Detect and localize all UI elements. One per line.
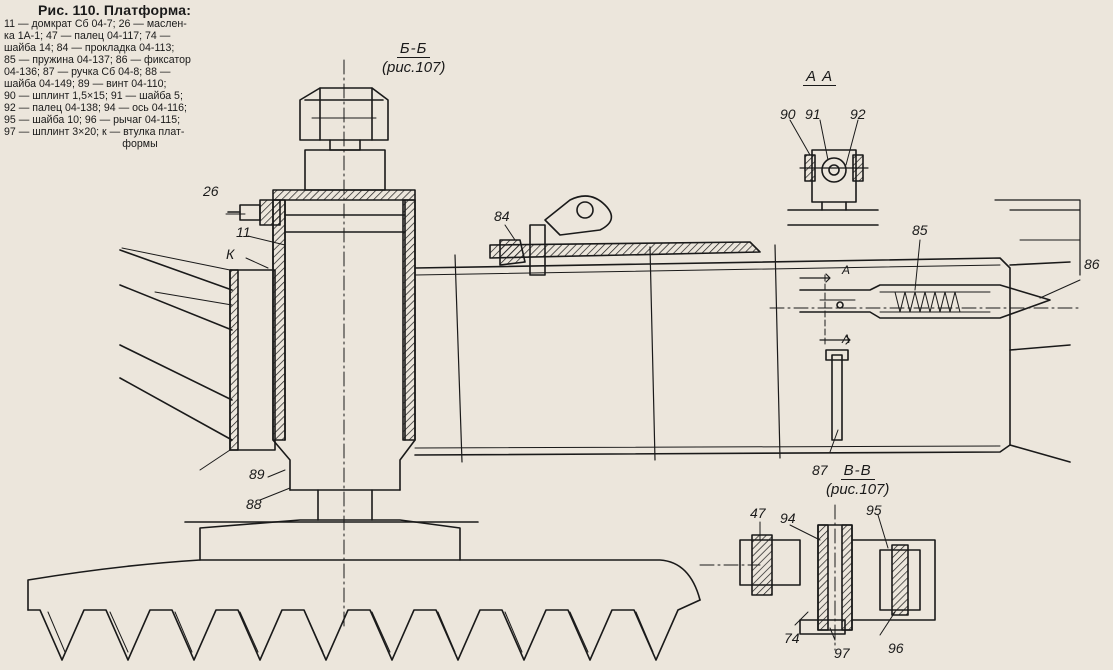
callout-11: 11 [236, 224, 251, 240]
callout-88: 88 [246, 496, 262, 512]
jack-assembly [272, 59, 416, 631]
callout-26: 26 [203, 183, 219, 199]
caption-line: 92 — палец 04-138; 94 — ось 04-116; [4, 102, 187, 114]
caption-line: 90 — шплинт 1,5×15; 91 — шайба 5; [4, 90, 183, 102]
callout-74: 74 [784, 630, 800, 646]
caption-line: 85 — пружина 04-137; 86 — фиксатор [4, 54, 191, 66]
section-vv-view [699, 504, 936, 651]
caption-line: 97 — шплинт 3×20; к — втулка плат- [4, 126, 185, 138]
callout-85: 85 [912, 222, 928, 238]
callout-97: 97 [834, 645, 850, 661]
caption-line: ка 1А-1; 47 — палец 04-117; 74 — [4, 30, 171, 42]
figure-caption: Рис. 110. Платформа: 11 — домкрат Сб 04-… [4, 2, 276, 150]
section-aa-label: А А [803, 68, 837, 86]
caption-line: шайба 14; 84 — прокладка 04-113; [4, 42, 175, 54]
callout-92: 92 [850, 106, 866, 122]
section-vv-label: В-В (рис.107) [826, 462, 889, 498]
callout-86: 86 [1084, 256, 1100, 272]
section-bb-ref: (рис.107) [382, 59, 446, 76]
caption-line: 11 — домкрат Сб 04-7; 26 — маслен- [4, 18, 187, 30]
caption-title: Рис. 110. Платформа: [38, 2, 192, 18]
callout-96: 96 [888, 640, 904, 656]
callout-89: 89 [249, 466, 265, 482]
arrow-a-bottom: А [842, 332, 851, 346]
leader-lines [225, 119, 1081, 641]
callout-95: 95 [866, 502, 882, 518]
caption-line: формы [122, 138, 158, 150]
callout-47: 47 [750, 505, 766, 521]
callout-90: 90 [780, 106, 796, 122]
base-frame [27, 519, 701, 661]
callout-87: 87 [812, 462, 828, 478]
callout-94: 94 [780, 510, 796, 526]
platform-beam [414, 195, 1081, 463]
section-vv-title: В-В [840, 462, 875, 480]
oiler-26 [227, 199, 281, 226]
arrow-a-top: А [842, 263, 851, 277]
section-bb-label: Б-Б (рис.107) [382, 40, 445, 76]
section-aa-title: А А [803, 68, 837, 86]
section-aa-view [787, 149, 879, 226]
callout-k: К [226, 246, 235, 262]
section-vv-ref: (рис.107) [826, 481, 890, 498]
left-structure [119, 247, 276, 471]
fixator-assembly [769, 273, 1081, 441]
callout-91: 91 [805, 106, 821, 122]
caption-line: 95 — шайба 10; 96 — рычаг 04-115; [4, 114, 181, 126]
caption-line: шайба 04-149; 89 — винт 04-110; [4, 78, 167, 90]
section-bb-title: Б-Б [396, 40, 431, 58]
callout-84: 84 [494, 208, 510, 224]
caption-line: 04-136; 87 — ручка Сб 04-8; 88 — [4, 66, 171, 78]
